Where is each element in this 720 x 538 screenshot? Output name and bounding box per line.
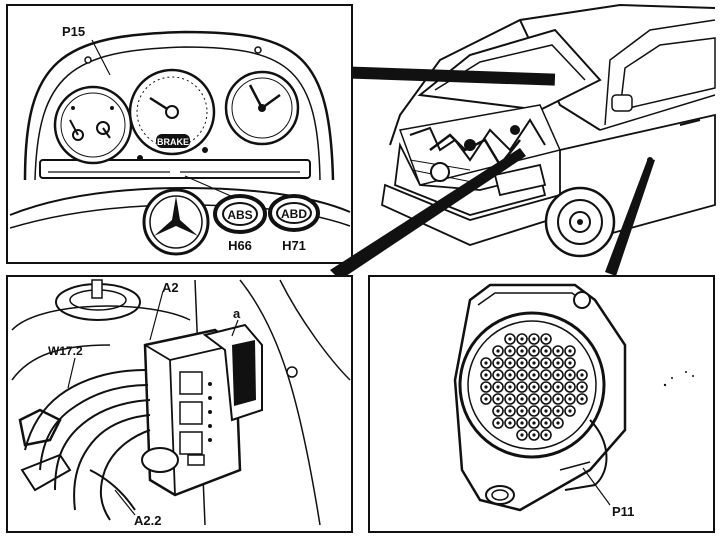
connector-pin-center <box>532 361 536 365</box>
connector-pin-center <box>520 433 524 437</box>
connector-pin-center <box>532 337 536 341</box>
connector-pin-center <box>544 385 548 389</box>
connector-pin-center <box>496 373 500 377</box>
connector-pin-center <box>520 421 524 425</box>
connector-pin-center <box>496 361 500 365</box>
front-wheel-icon <box>544 186 616 258</box>
connector-pin-center <box>580 397 584 401</box>
abs-warning-lamp: ABS <box>213 194 267 234</box>
connector-pin-center <box>484 361 488 365</box>
connector-pin-center <box>520 385 524 389</box>
label-w17-2: W17.2 <box>48 344 83 358</box>
connector-pin-center <box>568 361 572 365</box>
connector-pin-center <box>544 361 548 365</box>
mercedes-star-icon <box>142 188 210 256</box>
speedometer-display: BRAKE <box>157 137 189 147</box>
connector-pin-center <box>544 349 548 353</box>
connector-pin-center <box>508 361 512 365</box>
connector-pin-center <box>568 385 572 389</box>
connector-pin-center <box>556 397 560 401</box>
connector-pin-center <box>532 433 536 437</box>
label-h66: H66 <box>228 238 252 253</box>
abd-lamp-text: ABD <box>281 207 307 221</box>
label-p11: P11 <box>612 504 634 519</box>
diagnostic-connector-icon <box>453 283 627 512</box>
connector-pin-center <box>496 409 500 413</box>
connector-pin-center <box>532 385 536 389</box>
panel-abs-unit: A2 a W17.2 A2.2 <box>6 275 353 533</box>
connector-pin-center <box>544 409 548 413</box>
panel-diagnostic-connector: P11 <box>368 275 715 533</box>
abd-warning-lamp: ABD <box>268 194 320 232</box>
connector-pin-center <box>544 373 548 377</box>
abs-hydraulic-unit-icon <box>141 323 263 497</box>
connector-pin-center <box>568 409 572 413</box>
connector-pin-center <box>556 373 560 377</box>
connector-pin-center <box>520 409 524 413</box>
connector-pin-center <box>568 397 572 401</box>
connector-pin-center <box>544 421 548 425</box>
connector-pin-center <box>520 337 524 341</box>
connector-pin-center <box>556 361 560 365</box>
connector-pin-center <box>532 421 536 425</box>
connector-pin-center <box>556 409 560 413</box>
connector-pin-center <box>520 397 524 401</box>
clock-gauge-icon <box>224 70 300 146</box>
connector-pin-center <box>532 409 536 413</box>
van-illustration <box>381 3 716 258</box>
abs-lamp-text: ABS <box>227 208 252 222</box>
brake-lines <box>18 369 151 521</box>
connector-pin-center <box>496 421 500 425</box>
connector-pin-center <box>544 337 548 341</box>
connector-pin-center <box>484 373 488 377</box>
label-a: a <box>233 306 241 321</box>
connector-pin-center <box>496 349 500 353</box>
connector-pin-center <box>484 385 488 389</box>
connector-pin-center <box>508 397 512 401</box>
connector-pin-center <box>508 385 512 389</box>
connector-pin-center <box>532 373 536 377</box>
panel-instrument-cluster: BRAKE P15 ABS <box>6 4 353 264</box>
connector-pin-center <box>496 385 500 389</box>
connector-pin-center <box>568 349 572 353</box>
connector-pin-center <box>496 397 500 401</box>
connector-pin-center <box>508 373 512 377</box>
connector-pin-center <box>532 397 536 401</box>
connector-pin-center <box>508 349 512 353</box>
connector-pin-center <box>508 337 512 341</box>
connector-pin-center <box>520 349 524 353</box>
connector-pin-center <box>568 373 572 377</box>
label-h71: H71 <box>282 238 306 253</box>
label-a2-2: A2.2 <box>134 513 161 528</box>
connector-pin-center <box>556 421 560 425</box>
connector-pin-center <box>484 397 488 401</box>
leader-lines <box>330 66 655 280</box>
connector-pin-center <box>520 373 524 377</box>
connector-pin-center <box>556 385 560 389</box>
connector-pin-center <box>532 349 536 353</box>
label-a2: A2 <box>162 280 179 295</box>
connector-pin-field <box>480 333 588 441</box>
connector-pin-center <box>508 409 512 413</box>
speedometer-icon: BRAKE <box>128 68 216 156</box>
connector-pin-center <box>580 373 584 377</box>
connector-pin-center <box>544 433 548 437</box>
connector-pin-center <box>580 385 584 389</box>
connector-pin-center <box>544 397 548 401</box>
left-gauge-icon <box>53 85 133 165</box>
connector-pin-center <box>508 421 512 425</box>
connector-pin-center <box>556 349 560 353</box>
label-p15: P15 <box>62 24 85 39</box>
connector-pin-center <box>520 361 524 365</box>
